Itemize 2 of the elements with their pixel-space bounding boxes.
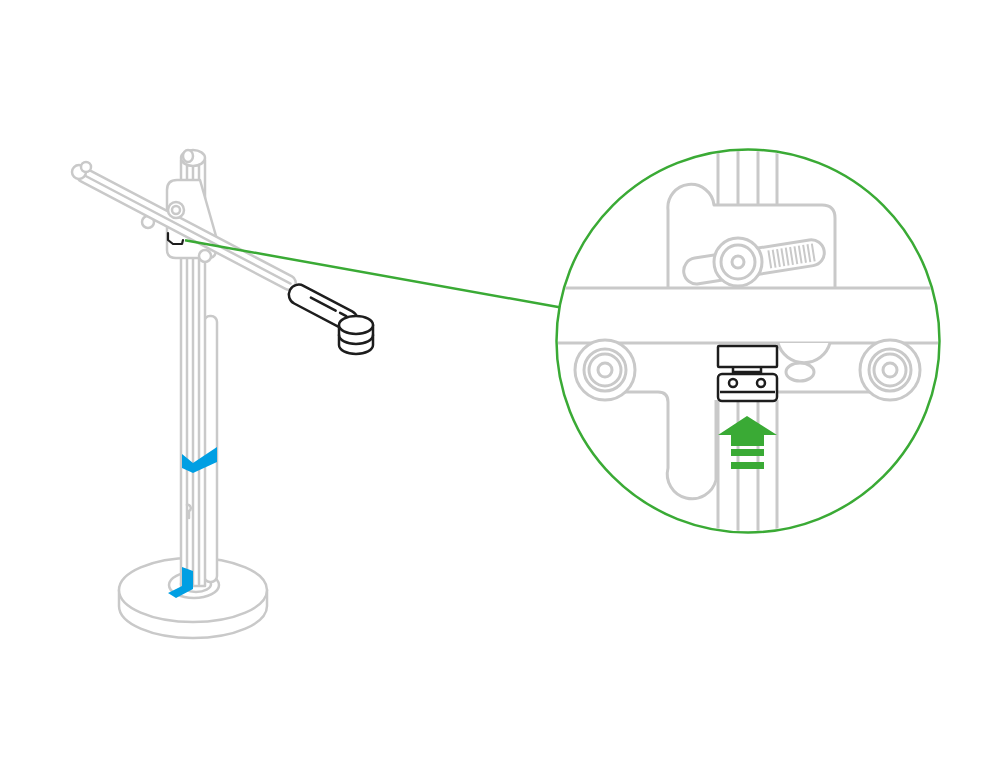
leader-line [184, 238, 560, 309]
clamp-part [166, 231, 185, 246]
